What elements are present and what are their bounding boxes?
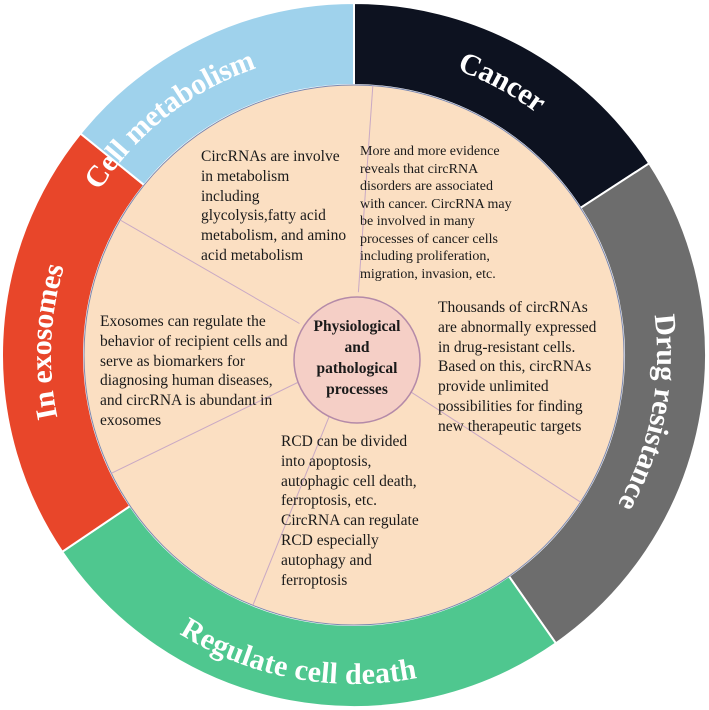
divider-line [252,413,331,606]
divider-line [406,388,581,503]
desc-cell-metabolism: CircRNAs are involve in metabolism inclu… [201,148,347,265]
center-line-3: pathological [317,360,399,377]
desc-regulate-cell-death-box: RCD can be divided into apoptosis, autop… [281,433,419,589]
desc-in-exosomes: Exosomes can regulate the behavior of re… [100,313,288,430]
desc-in-exosomes-box: Exosomes can regulate the behavior of re… [100,313,288,430]
desc-cancer: More and more evidence reveals that circ… [360,144,512,282]
desc-cancer-box: More and more evidence reveals that circ… [360,144,512,282]
segment-dividers [111,85,581,606]
center-line-4: processes [326,381,388,398]
center-line-1: Physiological [314,318,402,335]
divider-line [119,219,300,324]
desc-drug-resistance: Thousands of circRNAs are abnormally exp… [438,299,597,435]
divider-line [357,85,374,293]
center-line-2: and [345,339,370,356]
desc-regulate-cell-death: RCD can be divided into apoptosis, autop… [281,433,419,589]
center-hub [293,296,421,424]
desc-drug-resistance-box: Thousands of circRNAs are abnormally exp… [438,299,597,435]
desc-cell-metabolism-box: CircRNAs are involve in metabolism inclu… [201,148,347,265]
divider-line [111,382,298,474]
